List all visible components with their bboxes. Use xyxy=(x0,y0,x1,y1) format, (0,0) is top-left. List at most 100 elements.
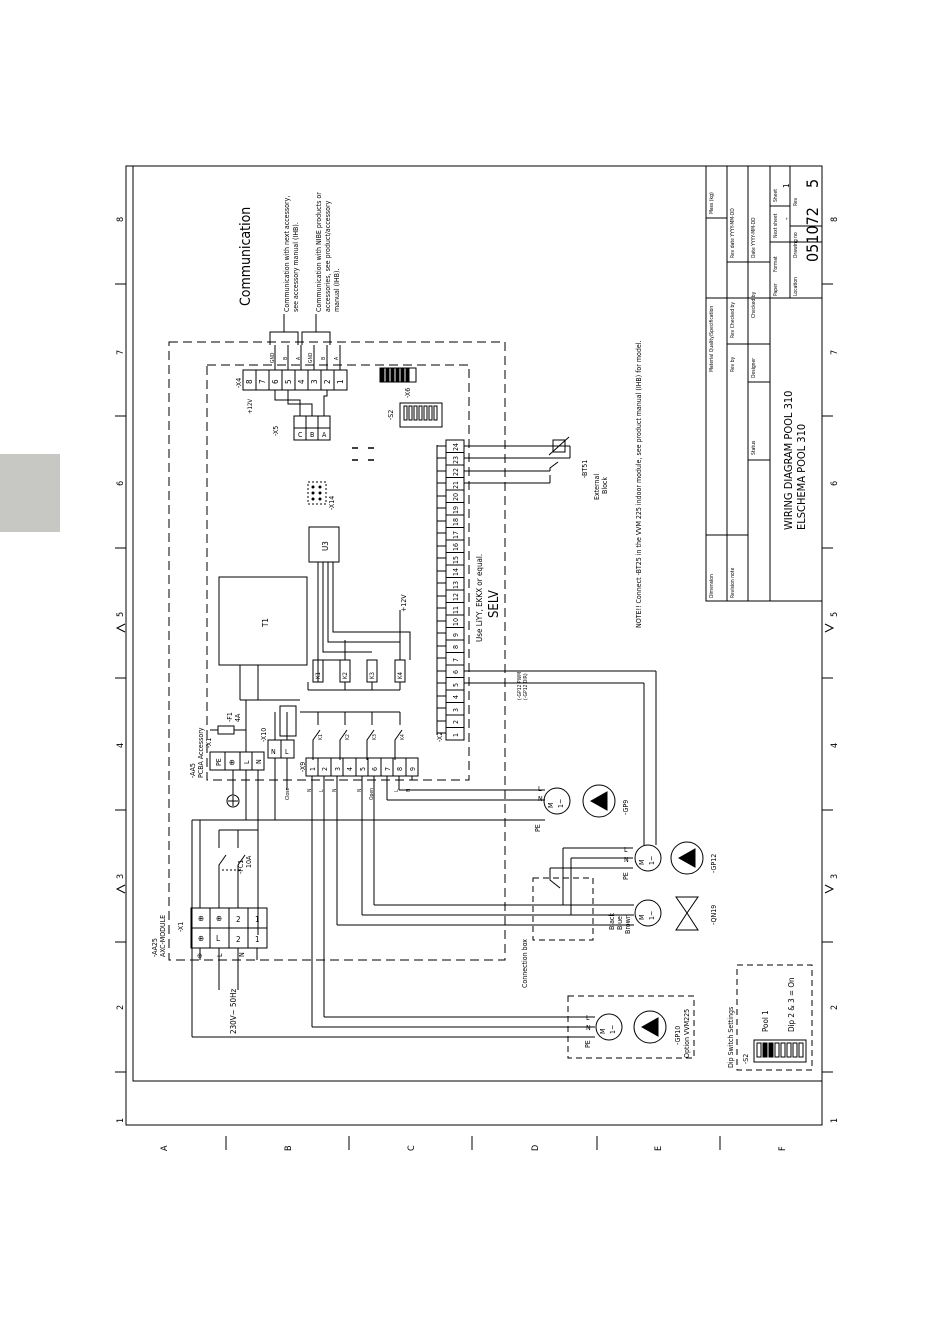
svg-text:N: N xyxy=(255,759,263,764)
svg-text:14: 14 xyxy=(452,568,460,576)
svg-text:N: N xyxy=(538,795,543,803)
svg-text:Format: Format xyxy=(773,256,779,272)
svg-text:1: 1 xyxy=(336,379,345,384)
x6-label: -X6 xyxy=(404,388,412,398)
svg-text:Pool 1: Pool 1 xyxy=(761,1010,770,1032)
svg-text:N: N xyxy=(624,856,629,864)
x4-label: -X4 xyxy=(235,378,243,388)
comm-note-2-line-1: Communication with NIBE products or xyxy=(315,192,323,312)
svg-text:1: 1 xyxy=(309,767,317,771)
terminal-x2: 1 2 3 4 5 6 7 8 9 10 11 12 13 14 15 16 1… xyxy=(436,439,656,742)
grid-col-1-right: 1 xyxy=(830,1118,840,1123)
svg-text:L: L xyxy=(319,789,325,792)
grid-col-1-left: 1 xyxy=(116,1118,126,1123)
comm-note-1-line-2: see accessory manual (IHB). xyxy=(292,222,300,312)
svg-text:⊕: ⊕ xyxy=(229,758,235,767)
valve-qn19: M 1~ -QN19 Black Blue Brown xyxy=(337,896,718,934)
svg-text:L: L xyxy=(243,760,251,764)
grid-row-A: A xyxy=(160,1145,170,1151)
svg-text:Block: Block xyxy=(601,477,609,494)
svg-text:7: 7 xyxy=(258,379,267,384)
svg-text:Revision note: Revision note xyxy=(730,567,736,598)
svg-text:M: M xyxy=(599,1029,607,1034)
note-bt25: NOTE!! Connect -BT25 in the VVM 225 indo… xyxy=(635,341,643,628)
svg-text:Checked by: Checked by xyxy=(751,291,757,318)
svg-text:AXC-MODULE: AXC-MODULE xyxy=(159,915,167,957)
svg-text:2: 2 xyxy=(452,720,460,724)
aa5-desc: PCBA Accessory xyxy=(197,727,205,778)
svg-text:Dimension: Dimension xyxy=(709,574,715,598)
svg-text:-X1: -X1 xyxy=(177,922,185,932)
svg-text:Location: Location xyxy=(793,277,799,296)
svg-text:L: L xyxy=(538,785,542,793)
svg-text:Material Quality/Specification: Material Quality/Specification xyxy=(709,306,715,372)
svg-text:-X10: -X10 xyxy=(260,728,268,742)
svg-text:N: N xyxy=(307,789,313,792)
grid-col-3-right: 3 xyxy=(830,874,840,879)
svg-text:-X9: -X9 xyxy=(299,762,307,772)
drawing-frame xyxy=(115,165,835,1150)
svg-text:L: L xyxy=(216,934,220,943)
svg-text:C: C xyxy=(298,431,303,439)
svg-text:Black: Black xyxy=(608,913,616,930)
comm-note-1-line-1: Communication with next accessory, xyxy=(283,196,291,312)
dip-s2-board: -S2 xyxy=(387,402,443,428)
grid-col-7-right: 7 xyxy=(830,350,840,355)
dip-x6: -X6 xyxy=(379,367,417,398)
svg-text:4A: 4A xyxy=(234,713,242,722)
sensor-bt51: -BT51 External Block xyxy=(548,436,609,500)
svg-text:-GP10: -GP10 xyxy=(674,1026,682,1045)
svg-text:5: 5 xyxy=(359,767,367,771)
side-tab xyxy=(0,454,60,532)
svg-text:L: L xyxy=(216,953,224,957)
revision-number: 5 xyxy=(803,179,822,188)
svg-text:K3: K3 xyxy=(372,734,378,740)
svg-text:18: 18 xyxy=(452,518,460,526)
grid-row-C: C xyxy=(407,1145,417,1151)
svg-text:6: 6 xyxy=(371,767,379,771)
svg-text:6: 6 xyxy=(271,379,280,384)
terminal-x9: 1 2 3 4 5 6 7 8 9 -X9 N L N Close N Open… xyxy=(285,757,419,1027)
svg-text:3: 3 xyxy=(334,767,342,771)
svg-text:Dip 2 & 3 = On: Dip 2 & 3 = On xyxy=(787,977,796,1032)
svg-text:L: L xyxy=(586,1014,590,1022)
svg-text:Open: Open xyxy=(369,788,375,800)
svg-text:9: 9 xyxy=(409,767,417,771)
pump-gp10: M 1~ -GP10 Option VVM225 L N PE xyxy=(192,995,695,1059)
svg-text:B: B xyxy=(310,431,314,439)
drawing-title-1: WIRING DIAGRAM POOL 310 xyxy=(782,391,795,530)
svg-text:16: 16 xyxy=(452,543,460,551)
svg-text:A: A xyxy=(334,356,340,360)
drawing-number: 051072 xyxy=(803,207,822,262)
svg-text:M: M xyxy=(638,860,646,865)
svg-text:K1: K1 xyxy=(318,734,324,740)
svg-text:Paper: Paper xyxy=(773,283,779,296)
svg-text:9: 9 xyxy=(452,633,460,637)
svg-text:Rev: Rev xyxy=(793,197,799,206)
svg-text:-: - xyxy=(782,217,791,220)
svg-text:L: L xyxy=(394,789,400,792)
svg-text:Option VVM225: Option VVM225 xyxy=(683,1009,691,1058)
svg-text:10A: 10A xyxy=(245,855,253,868)
svg-text:L: L xyxy=(285,748,289,756)
aa5-x1-label: -X1 xyxy=(205,738,213,748)
communication-title: Communication xyxy=(238,207,254,306)
svg-text:PE: PE xyxy=(215,758,223,766)
svg-text:3: 3 xyxy=(310,379,319,384)
svg-text:K1: K1 xyxy=(315,672,322,679)
x5-label: -X5 xyxy=(272,426,280,436)
svg-text:N: N xyxy=(332,789,338,792)
svg-text:-S2: -S2 xyxy=(742,1054,750,1064)
svg-text:-AA25: -AA25 xyxy=(151,938,159,957)
svg-text:21: 21 xyxy=(452,481,460,489)
svg-text:7: 7 xyxy=(384,767,392,771)
svg-text:T1: T1 xyxy=(261,618,270,628)
svg-text:7: 7 xyxy=(452,658,460,662)
pump-gp9: M 1~ -GP9 N L PE xyxy=(192,784,630,832)
connection-box: Connection box xyxy=(521,848,594,988)
grid-col-6-right: 6 xyxy=(830,481,840,486)
grid-col-2-left: 2 xyxy=(116,1005,126,1010)
svg-text:1~: 1~ xyxy=(648,856,656,865)
svg-text:Brown: Brown xyxy=(624,914,632,934)
svg-text:8: 8 xyxy=(452,645,460,649)
